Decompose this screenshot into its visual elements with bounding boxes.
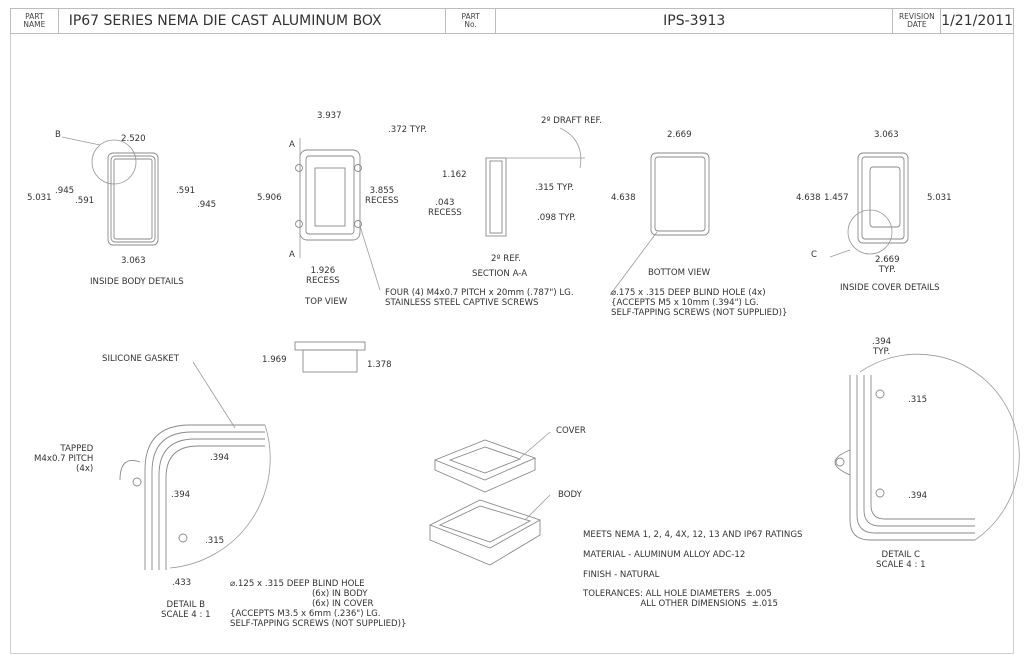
title-block: PART NAME IP67 SERIES NEMA DIE CAST ALUM… [10,8,1014,34]
section-lip: .098 TYP. [537,213,576,223]
detail-c-callout: C [811,250,818,260]
draft-ref-label: 2º DRAFT REF. [541,116,602,126]
section-recess: .043 RECESS [428,198,462,218]
part-no-cell: IPS-3913 [496,9,894,33]
part-name: IP67 SERIES NEMA DIE CAST ALUMINUM BOX [68,13,382,29]
inside-cover-hole-spacing: 1.457 [824,193,849,203]
detail-b-hole-note: ⌀.125 x .315 DEEP BLIND HOLE (6x) IN BOD… [230,579,407,629]
inside-body-height: 5.031 [27,193,52,203]
top-view-recess-height: 3.855 RECESS [365,186,399,206]
inside-cover-bottom-width: 2.669 TYP. [875,255,900,275]
top-view-outline [295,138,381,291]
section-aa-outline [485,127,585,237]
isometric-outline [428,431,551,566]
section-wall: .315 TYP. [535,183,574,193]
captive-screws-note: FOUR (4) M4x0.7 PITCH x 20mm (.787") LG.… [385,288,574,308]
detail-b-dim-315: .315 [205,536,225,546]
detail-b-dim-394-horizontal: .394 [171,490,191,500]
note-finish: FINISH - NATURAL [583,570,660,580]
tapped-hole-label: TAPPED M4x0.7 PITCH (4x) [34,444,94,474]
blind-hole-note: ⌀.175 x .315 DEEP BLIND HOLE (4x) {ACCEP… [611,288,788,318]
note-tolerances: TOLERANCES: ALL HOLE DIAMETERS ±.005 ALL… [583,589,779,609]
top-view-recess-width: 1.926 RECESS [306,266,340,286]
bottom-view-outline [609,152,710,296]
part-no-label: PART No. [461,12,480,29]
inside-body-outline [61,136,159,246]
inside-cover-title: INSIDE COVER DETAILS [840,283,940,293]
inside-body-right-inner: .591 [176,186,196,196]
detail-c-title: DETAIL C SCALE 4 : 1 [876,550,926,570]
bottom-view-height: 4.638 [611,193,636,203]
detail-c-dim-394: .394 [908,491,928,501]
detail-b-dim-433: .433 [172,578,192,588]
part-no-label-cell: PART No. [446,9,496,33]
top-view-height: 5.906 [257,193,282,203]
section-marker-a-top: A [289,140,295,150]
bottom-view-title: BOTTOM VIEW [648,268,711,278]
part-name-label: PART NAME [23,12,46,29]
side-view-overall-height: 1.969 [262,355,287,365]
note-material: MATERIAL - ALUMINUM ALLOY ADC-12 [583,550,746,560]
inside-cover-outline [829,152,909,258]
inside-body-left-outer: .945 [55,186,75,196]
side-view-outline [294,341,366,373]
detail-b-dim-394-vertical: .394 [210,453,230,463]
section-ref-angle: 2º REF. [491,254,521,264]
detail-b-outline [119,361,271,570]
section-marker-a-bottom: A [289,250,295,260]
inside-body-left-inner: .591 [75,196,95,206]
top-view-width: 3.937 [317,111,342,121]
detail-b-callout: B [55,130,61,140]
revision-date: 1/21/2011 [941,13,1013,29]
inside-body-top-width: 2.520 [121,134,146,144]
part-name-label-cell: PART NAME [11,9,59,33]
bottom-view-width: 2.669 [667,130,692,140]
detail-c-outline [834,353,1020,541]
inside-cover-top-width: 3.063 [874,130,899,140]
body-label: BODY [558,490,582,500]
revision-date-cell: 1/21/2011 [941,9,1013,33]
top-view-flange: .372 TYP. [388,125,427,135]
side-view-body-height: 1.378 [367,360,392,370]
inside-body-title: INSIDE BODY DETAILS [90,277,184,287]
revision-date-label: REVISION DATE [898,12,935,29]
section-depth: 1.162 [442,170,467,180]
top-view-title: TOP VIEW [305,297,348,307]
note-nema-ratings: MEETS NEMA 1, 2, 4, 4X, 12, 13 AND IP67 … [583,530,803,540]
part-number: IPS-3913 [663,13,726,29]
inside-cover-height-right: 5.031 [927,193,952,203]
inside-body-bottom-width: 3.063 [121,256,146,266]
inside-body-right-outer: .945 [197,200,217,210]
detail-b-title: DETAIL B SCALE 4 : 1 [161,600,211,620]
detail-c-width: .394 TYP. [872,337,892,357]
cover-label: COVER [556,426,586,436]
part-name-cell: IP67 SERIES NEMA DIE CAST ALUMINUM BOX [59,9,447,33]
revision-date-label-cell: REVISION DATE [893,9,942,33]
section-aa-title: SECTION A-A [472,269,528,279]
detail-c-dim-315: .315 [908,395,928,405]
silicone-gasket-label: SILICONE GASKET [102,354,179,364]
inside-cover-height-left: 4.638 [796,193,821,203]
